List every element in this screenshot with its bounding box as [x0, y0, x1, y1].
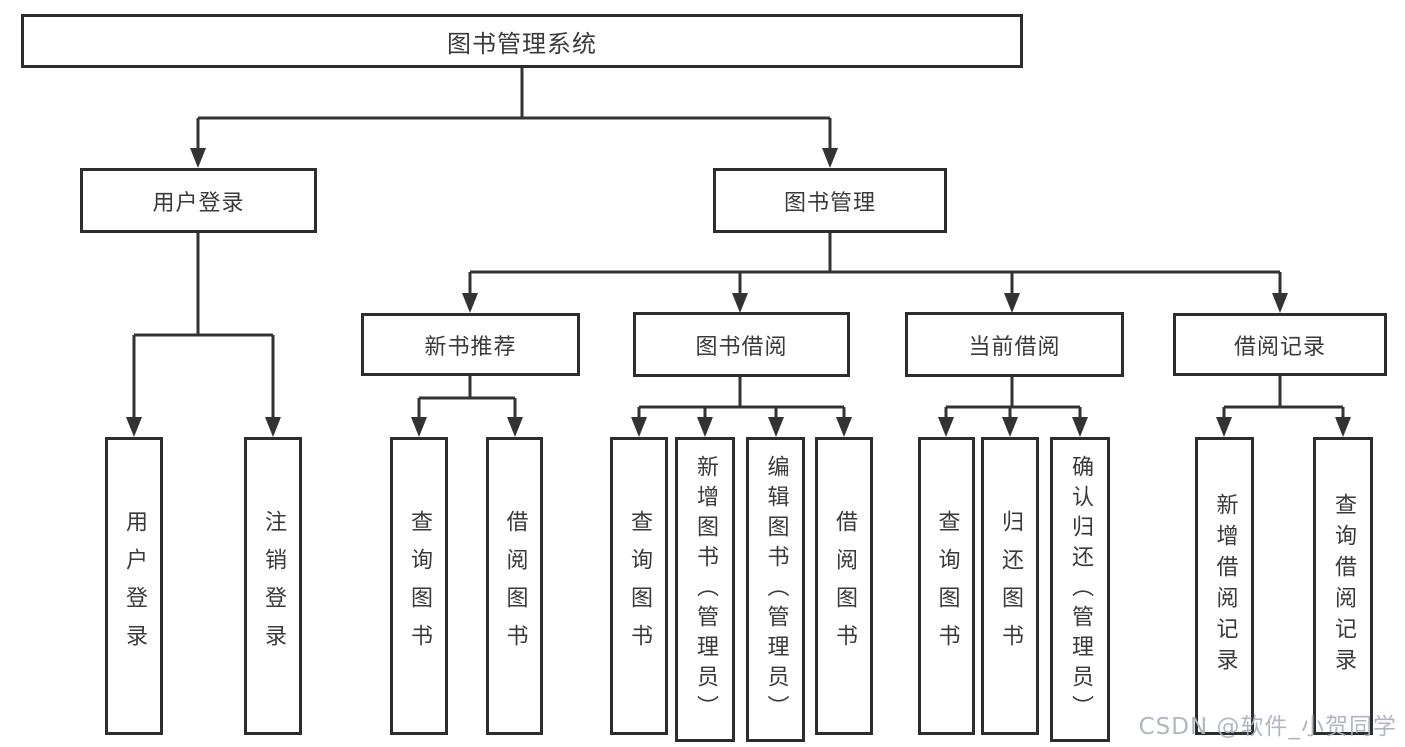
leaf-add-borrow-record: 新增借阅记录: [1195, 437, 1254, 735]
node-current-borrowing: 当前借阅: [905, 312, 1124, 377]
node-new-book-recommend-label: 新书推荐: [424, 334, 517, 360]
leaf-query-books-3-label: 查询图书: [934, 510, 960, 662]
connector-lines: [132, 68, 1345, 419]
node-borrowing-records-label: 借阅记录: [1233, 334, 1326, 360]
leaf-edit-book-admin: 编辑图书（管理员）: [746, 437, 805, 742]
leaf-query-books-3: 查询图书: [918, 437, 975, 735]
leaf-add-borrow-record-label: 新增借阅记录: [1212, 493, 1238, 679]
leaf-user-login: 用户登录: [105, 437, 163, 735]
leaf-query-borrow-record: 查询借阅记录: [1313, 437, 1373, 735]
csdn-watermark: CSDN @软件_小贺同学: [1138, 714, 1397, 740]
leaf-confirm-return-admin-label: 确认归还（管理员）: [1068, 454, 1093, 725]
node-book-borrowing-label: 图书借阅: [695, 334, 788, 360]
leaf-return-book: 归还图书: [981, 437, 1039, 735]
node-current-borrowing-label: 当前借阅: [968, 334, 1061, 360]
leaf-add-book-admin-label: 新增图书（管理员）: [693, 454, 718, 725]
leaf-query-books-1: 查询图书: [390, 437, 448, 735]
leaf-borrow-books-1: 借阅图书: [486, 437, 543, 735]
node-book-borrowing: 图书借阅: [633, 312, 850, 377]
leaf-borrow-books-2-label: 借阅图书: [832, 510, 857, 662]
node-book-management: 图书管理: [713, 168, 947, 233]
leaf-query-borrow-record-label: 查询借阅记录: [1331, 493, 1356, 679]
node-root-system: 图书管理系统: [21, 14, 1023, 68]
leaf-query-books-1-label: 查询图书: [407, 510, 432, 662]
leaf-logout-label: 注销登录: [261, 510, 286, 662]
leaf-edit-book-admin-label: 编辑图书（管理员）: [763, 454, 789, 725]
node-user-login-label: 用户登录: [152, 190, 245, 216]
node-new-book-recommend: 新书推荐: [361, 313, 580, 376]
leaf-user-login-label: 用户登录: [122, 510, 147, 662]
leaf-borrow-books-2: 借阅图书: [815, 437, 873, 735]
node-user-login: 用户登录: [80, 168, 317, 233]
node-root-system-label: 图书管理系统: [447, 29, 597, 58]
leaf-query-books-2: 查询图书: [610, 437, 668, 735]
node-book-management-label: 图书管理: [783, 190, 876, 216]
leaf-confirm-return-admin: 确认归还（管理员）: [1050, 437, 1110, 742]
node-borrowing-records: 借阅记录: [1173, 313, 1387, 376]
leaf-borrow-books-1-label: 借阅图书: [502, 510, 528, 662]
leaf-logout: 注销登录: [244, 437, 302, 735]
arrowheads: [126, 148, 1351, 437]
leaf-query-books-2-label: 查询图书: [627, 510, 652, 662]
leaf-add-book-admin: 新增图书（管理员）: [675, 437, 735, 742]
leaf-return-book-label: 归还图书: [998, 510, 1023, 662]
